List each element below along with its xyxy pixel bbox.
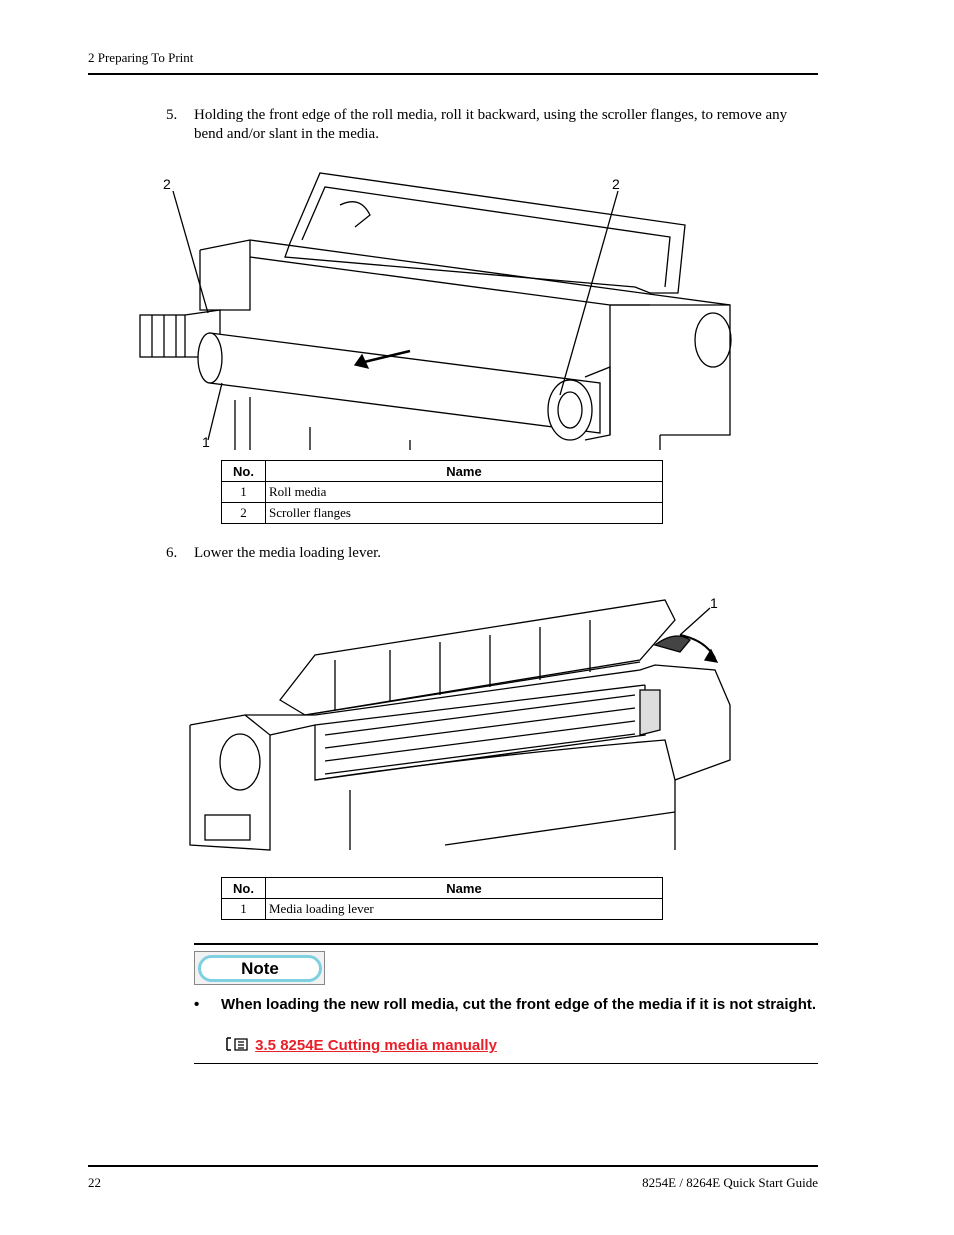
printer-media-lever-illustration: 1: [189, 595, 731, 851]
parts-table-1: No. Name 1 Roll media 2 Scroller flanges: [221, 460, 663, 524]
bullet-icon: •: [194, 996, 200, 1013]
note-badge: Note: [194, 951, 325, 985]
callout-2-right: 2: [612, 176, 620, 192]
cutting-media-link[interactable]: 3.5 8254E Cutting media manually: [255, 1037, 497, 1054]
callout-2-left: 2: [163, 176, 171, 192]
parts-table-2: No. Name 1 Media loading lever: [221, 877, 663, 920]
note-top-rule: [194, 943, 818, 945]
running-header: 2 Preparing To Print: [88, 50, 194, 65]
cross-reference: 3.5 8254E Cutting media manually: [225, 1036, 497, 1055]
note-label: Note: [198, 955, 322, 982]
row-name: Roll media: [265, 481, 663, 503]
column-header-no: No.: [221, 460, 266, 482]
step-text: Holding the front edge of the roll media…: [194, 107, 788, 142]
step-number: 6.: [166, 545, 178, 561]
column-header-name: Name: [265, 877, 663, 899]
footer-rule: [88, 1165, 818, 1167]
header-rule: [88, 73, 818, 75]
table-row: 1 Media loading lever: [221, 898, 663, 920]
row-name: Scroller flanges: [265, 502, 663, 524]
table-row: 2 Scroller flanges: [221, 502, 663, 524]
note-bottom-rule: [194, 1063, 818, 1064]
column-header-no: No.: [221, 877, 266, 899]
row-number: 2: [221, 502, 266, 524]
callout-1: 1: [202, 434, 210, 450]
row-number: 1: [221, 898, 266, 920]
callout-1: 1: [710, 595, 718, 611]
table-row: 1 Roll media: [221, 481, 663, 503]
step-text: Lower the media loading lever.: [194, 545, 382, 561]
printer-roll-media-illustration: 2 2 1: [139, 172, 732, 450]
guide-title: 8254E / 8264E Quick Start Guide: [642, 1175, 818, 1190]
step-number: 5.: [166, 107, 178, 123]
row-name: Media loading lever: [265, 898, 663, 920]
page-number: 22: [88, 1175, 101, 1190]
column-header-name: Name: [265, 460, 663, 482]
row-number: 1: [221, 481, 266, 503]
reference-book-icon: [226, 1037, 248, 1051]
note-text: When loading the new roll media, cut the…: [221, 996, 817, 1013]
